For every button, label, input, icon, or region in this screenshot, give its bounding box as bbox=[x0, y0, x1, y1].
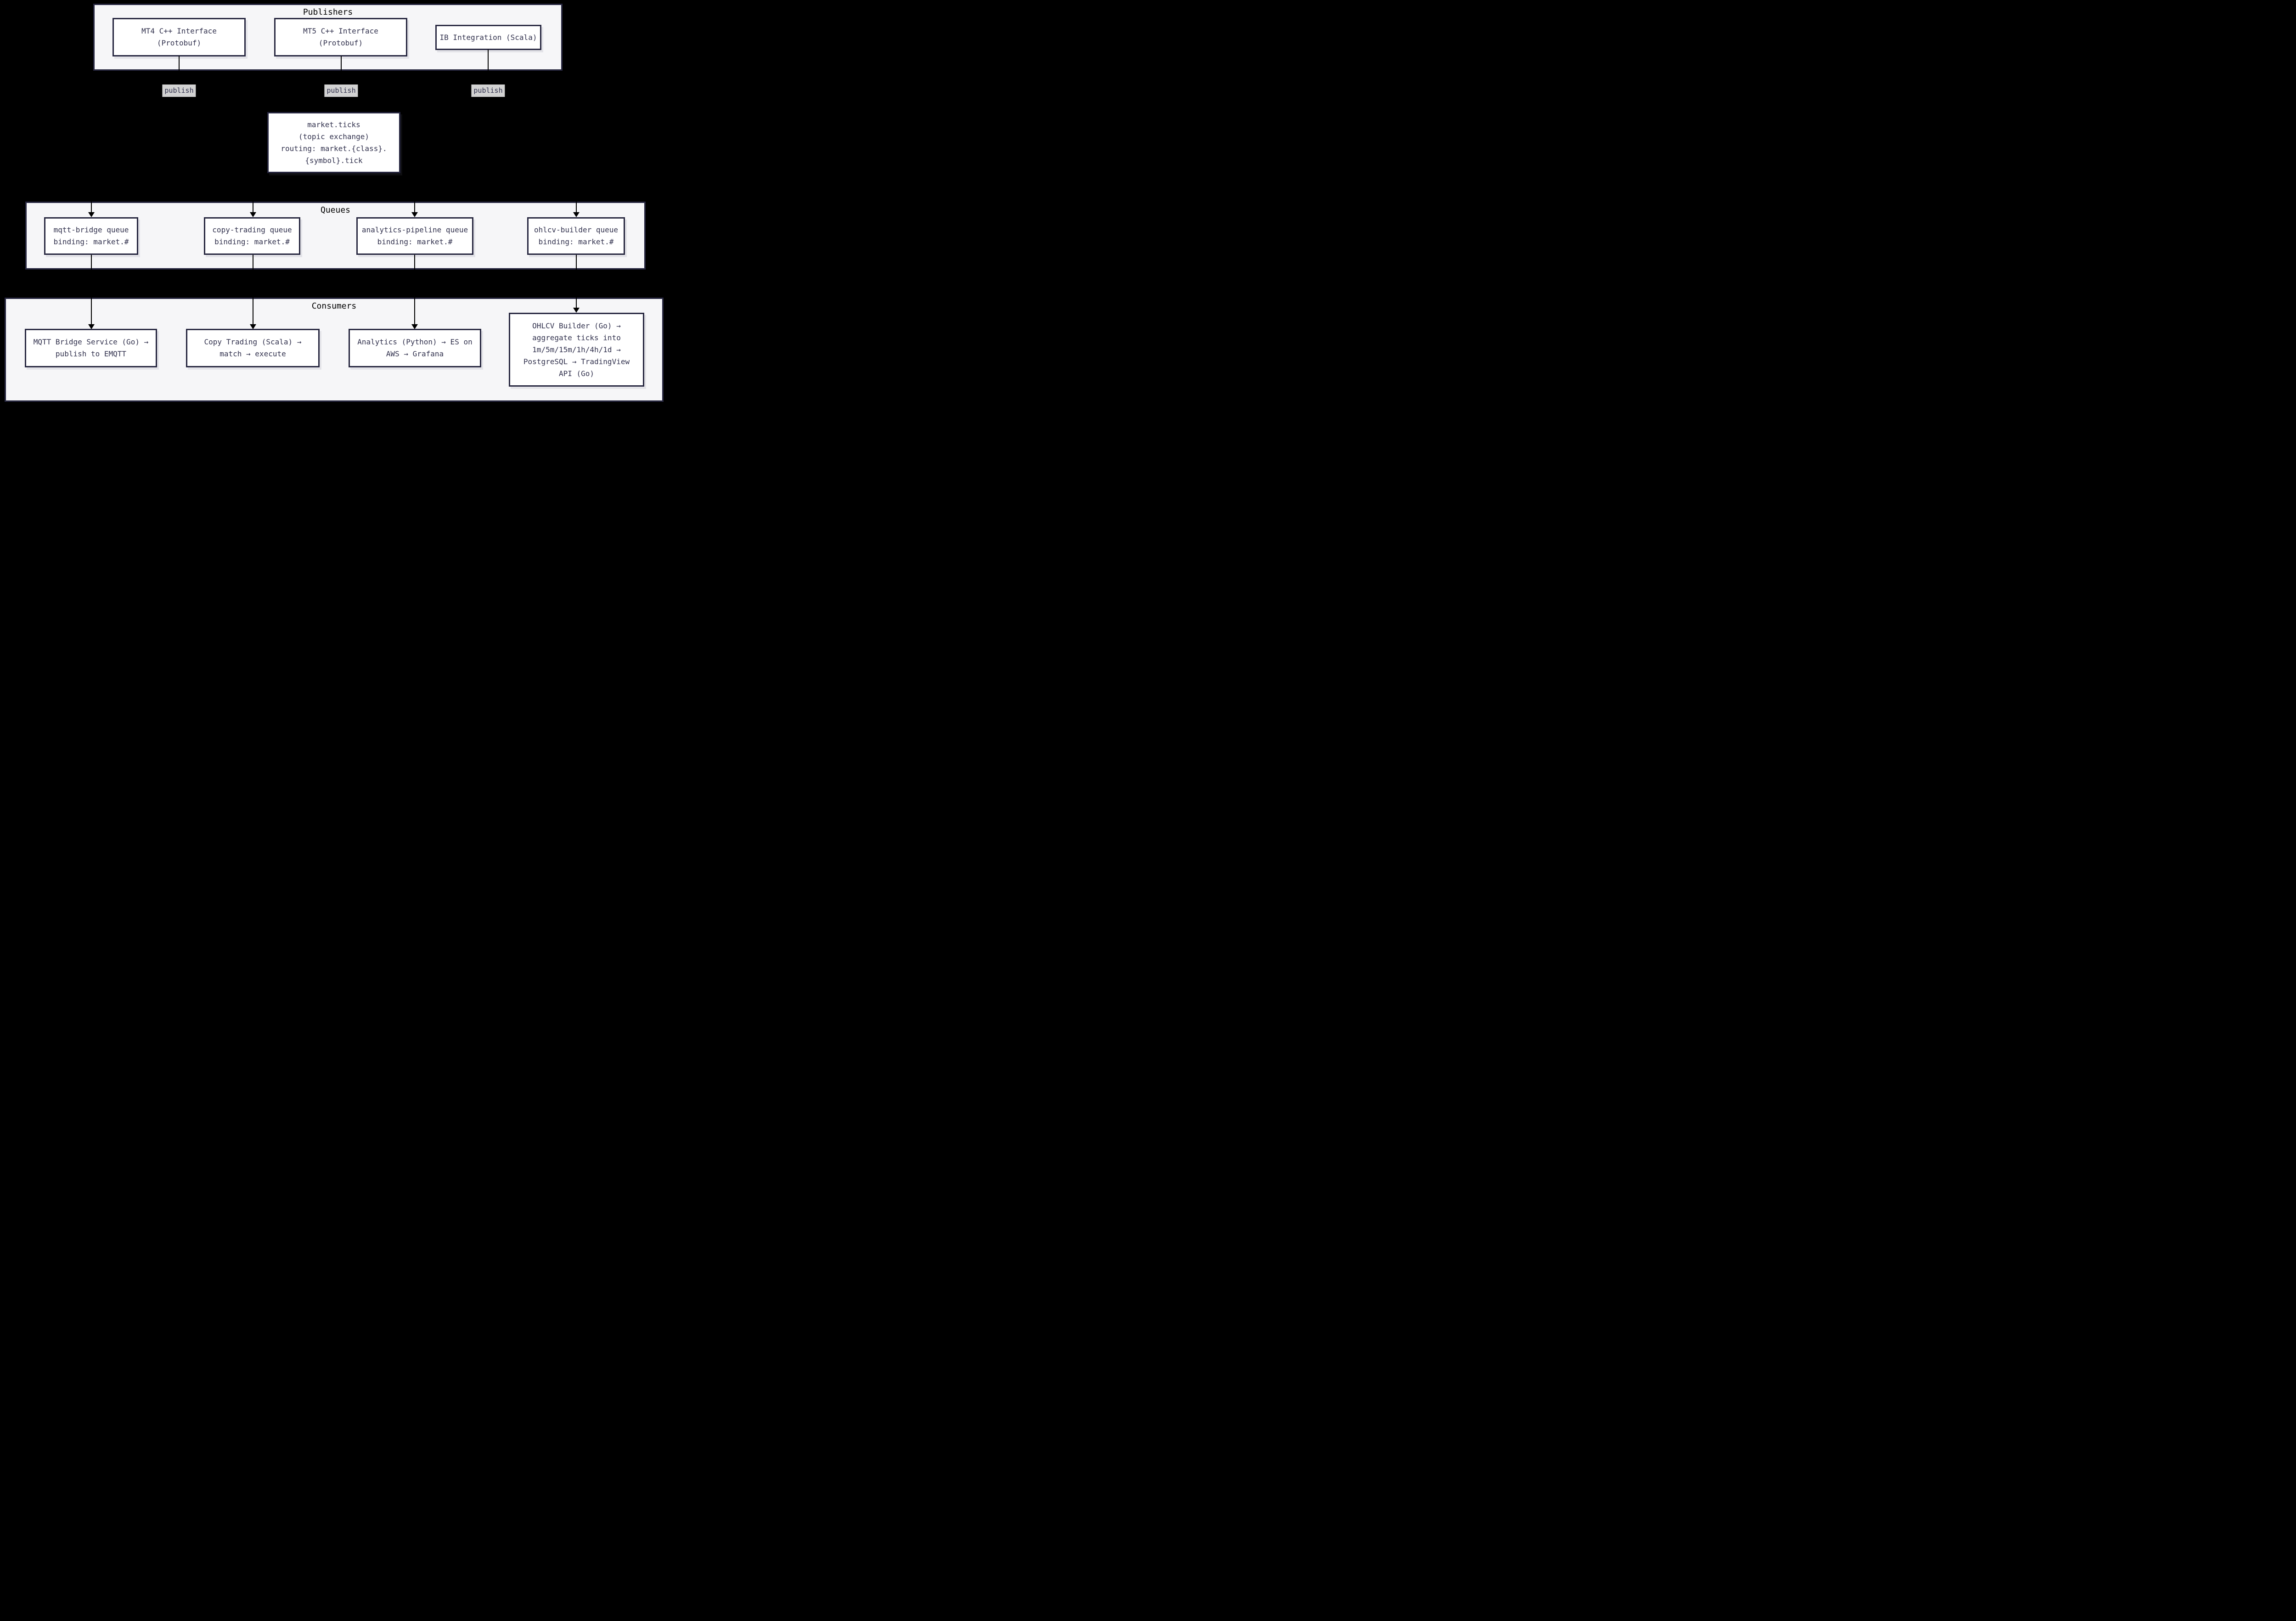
arrowhead-ohlcv-builder-service bbox=[573, 308, 580, 313]
consumers-title: Consumers bbox=[311, 301, 357, 311]
node-ohlcv-builder-queue: ohlcv-builder queue binding: market.# bbox=[527, 217, 625, 255]
edge-analytics-pipeline-queue-to-service bbox=[414, 255, 415, 324]
arrowhead-copy-trading-queue bbox=[250, 212, 256, 217]
queues-cluster: Queues mqtt-bridge queue binding: market… bbox=[25, 202, 646, 270]
node-copy-trading-queue: copy-trading queue binding: market.# bbox=[204, 217, 300, 255]
edge-mqtt-bridge-queue-to-service bbox=[91, 255, 92, 324]
node-ib-integration: IB Integration (Scala) bbox=[435, 25, 541, 50]
edge-label-publish-mt4: publish bbox=[162, 84, 196, 97]
edge-ib-to-exchange bbox=[488, 50, 489, 112]
consumers-cluster: Consumers MQTT Bridge Service (Go) → pub… bbox=[5, 298, 664, 402]
edge-exchange-to-analytics-pipeline-queue bbox=[414, 184, 415, 213]
edge-exchange-to-mqtt-bridge-queue bbox=[91, 184, 92, 213]
node-copy-trading-service: Copy Trading (Scala) → match → execute bbox=[186, 329, 320, 367]
arrowhead-copy-trading-service bbox=[250, 324, 256, 329]
node-mt5-cpp-interface: MT5 C++ Interface (Protobuf) bbox=[274, 18, 407, 56]
node-mqtt-bridge-queue: mqtt-bridge queue binding: market.# bbox=[44, 217, 138, 255]
node-mt4-cpp-interface: MT4 C++ Interface (Protobuf) bbox=[113, 18, 246, 56]
arrowhead-mqtt-bridge-queue bbox=[88, 212, 95, 217]
node-mqtt-bridge-service: MQTT Bridge Service (Go) → publish to EM… bbox=[25, 329, 157, 367]
node-ohlcv-builder-service: OHLCV Builder (Go) → aggregate ticks int… bbox=[509, 313, 644, 387]
arrowhead-mqtt-bridge-service bbox=[88, 324, 95, 329]
edge-label-publish-ib: publish bbox=[471, 84, 505, 97]
queues-title: Queues bbox=[320, 205, 351, 215]
edge-mt4-to-exchange bbox=[179, 56, 180, 112]
edge-label-publish-mt5: publish bbox=[324, 84, 358, 97]
publishers-title: Publishers bbox=[303, 7, 353, 17]
message-flow-diagram: Publishers MT4 C++ Interface (Protobuf) … bbox=[0, 0, 668, 405]
edge-mt5-to-exchange bbox=[341, 56, 342, 112]
publishers-cluster: Publishers MT4 C++ Interface (Protobuf) … bbox=[93, 4, 563, 71]
arrowhead-analytics-service bbox=[411, 324, 418, 329]
arrowhead-analytics-pipeline-queue bbox=[411, 212, 418, 217]
edge-ohlcv-builder-queue-to-service bbox=[576, 255, 577, 308]
node-analytics-service: Analytics (Python) → ES on AWS → Grafana bbox=[349, 329, 481, 367]
node-analytics-pipeline-queue: analytics-pipeline queue binding: market… bbox=[356, 217, 473, 255]
arrowhead-ohlcv-builder-queue bbox=[573, 212, 580, 217]
node-market-ticks-exchange: market.ticks (topic exchange) routing: m… bbox=[267, 112, 400, 173]
edge-exchange-to-ohlcv-builder-queue bbox=[576, 184, 577, 213]
